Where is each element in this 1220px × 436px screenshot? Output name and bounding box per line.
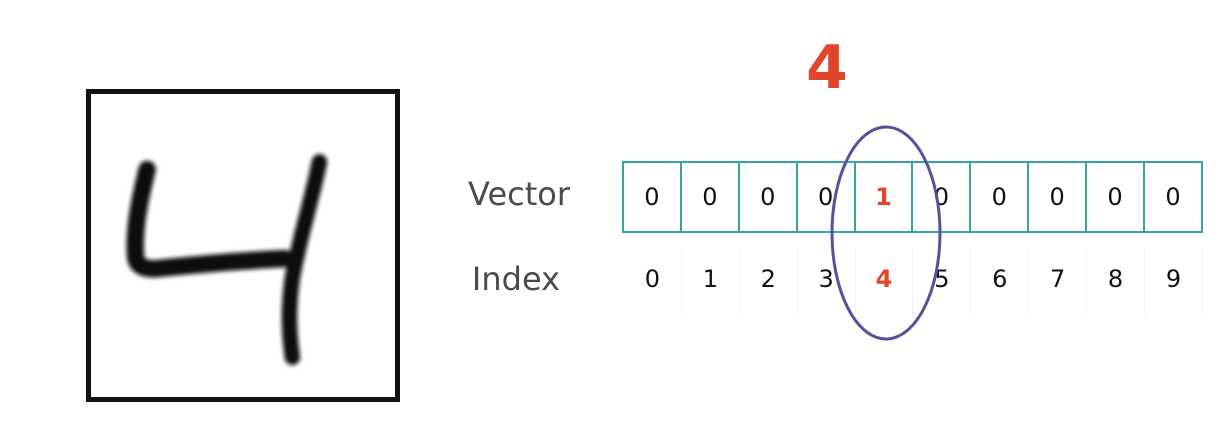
- vector-cell-9: 0: [1145, 163, 1203, 231]
- vector-cell-1: 0: [682, 163, 740, 231]
- predicted-class-label: 4: [806, 33, 848, 103]
- index-cell-0: 0: [624, 248, 682, 316]
- index-cell-8: 8: [1087, 248, 1146, 316]
- vector-cell-5: 0: [913, 163, 972, 231]
- index-cell-4: 4: [856, 248, 914, 316]
- vector-cell-4: 1: [856, 163, 914, 231]
- index-row-label: Index: [471, 260, 560, 298]
- index-cell-2: 2: [740, 248, 798, 316]
- digit-image-frame: [86, 89, 400, 402]
- vector-cell-6: 0: [971, 163, 1030, 231]
- index-cell-3: 3: [798, 248, 856, 316]
- index-cell-7: 7: [1029, 248, 1088, 316]
- vector-cell-2: 0: [740, 163, 798, 231]
- index-cell-9: 9: [1145, 248, 1203, 316]
- vector-cell-0: 0: [624, 163, 682, 231]
- vector-row-label: Vector: [468, 175, 570, 213]
- handwritten-digit-four-image: [126, 154, 328, 366]
- vector-cell-7: 0: [1029, 163, 1088, 231]
- index-cell-6: 6: [971, 248, 1030, 316]
- index-cell-1: 1: [682, 248, 740, 316]
- index-cell-5: 5: [913, 248, 972, 316]
- vector-cell-8: 0: [1087, 163, 1146, 231]
- vector-cell-3: 0: [798, 163, 856, 231]
